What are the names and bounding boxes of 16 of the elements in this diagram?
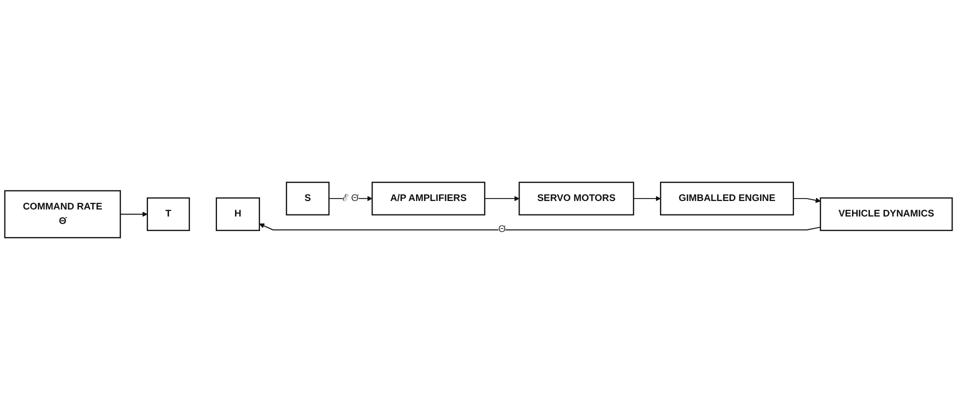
edge-label: ℰ Θ̄ (342, 193, 359, 204)
node-box: A/P AMPLIFIERS (372, 182, 486, 216)
node-box: GIMBALLED ENGINE (660, 182, 794, 216)
arrow (633, 196, 661, 202)
node-box: T (146, 197, 190, 232)
edge-label: Θ̄ (498, 224, 506, 235)
arrow (792, 198, 821, 203)
arrow (484, 196, 520, 202)
arrow (259, 223, 821, 230)
arrow (120, 212, 148, 217)
node-box: H (216, 197, 260, 232)
node-box: SERVO MOTORS (518, 182, 634, 216)
arrow (328, 196, 372, 202)
node-box: S (286, 182, 330, 216)
node-box: VEHICLE DYNAMICS (820, 197, 953, 232)
node-box: COMMAND RATE Θ̇ (4, 190, 121, 238)
